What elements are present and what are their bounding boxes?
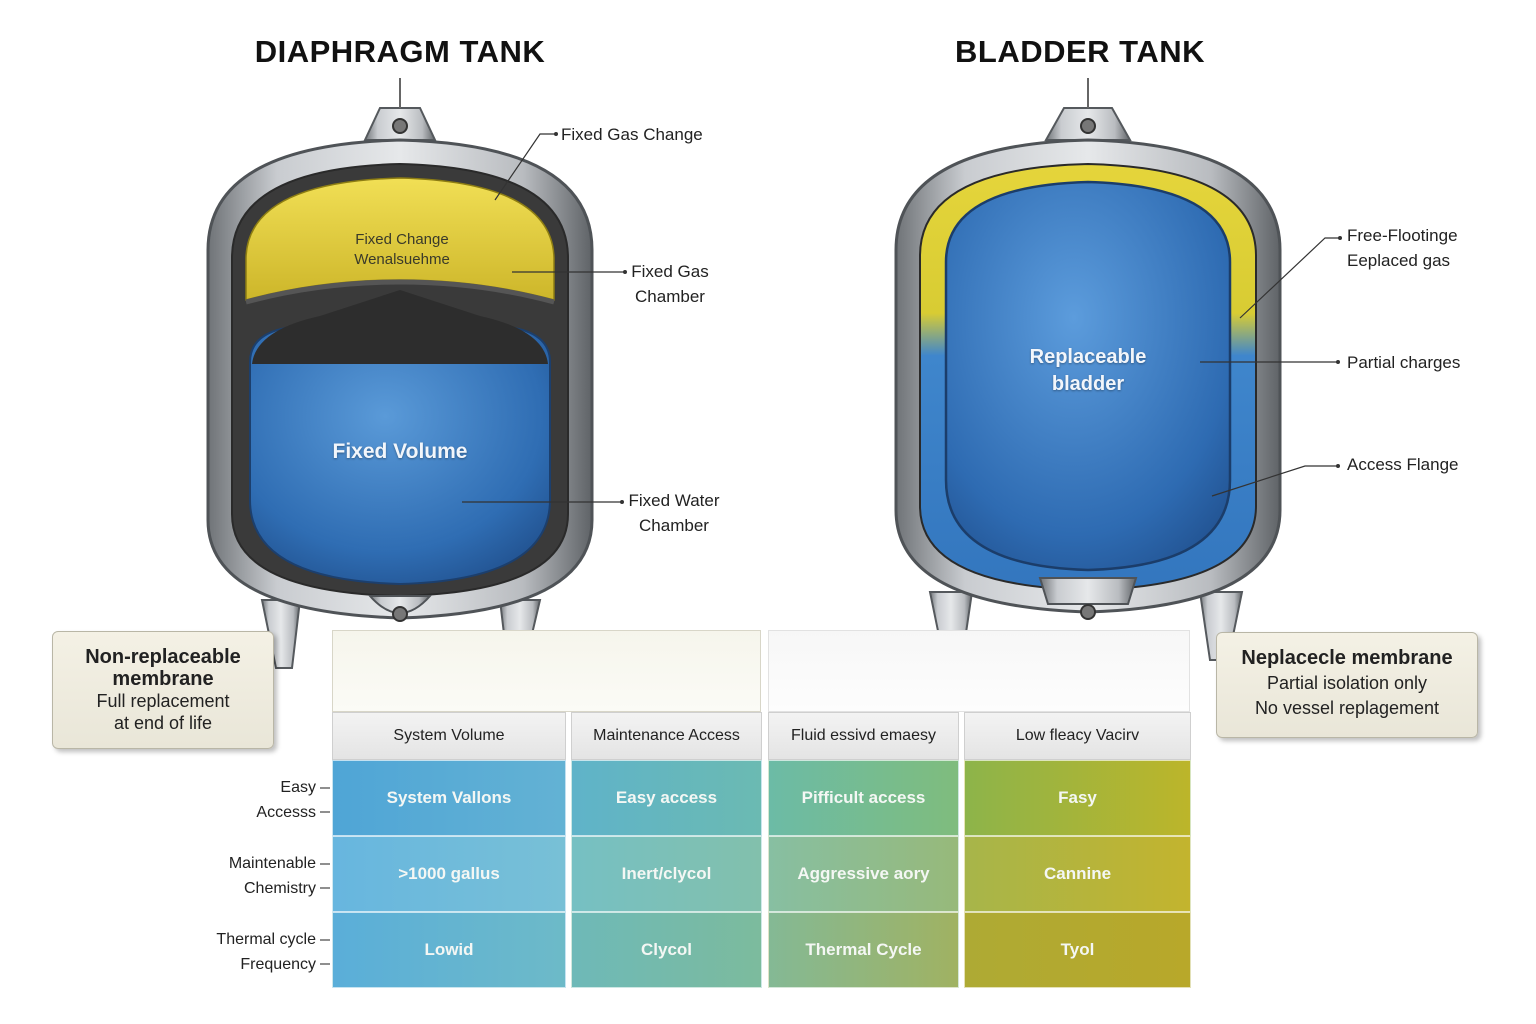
bladder-label-line2: bladder (1051, 373, 1125, 395)
callout-fixed-gas-chamber-line2: Chamber (635, 287, 705, 306)
table-cell-r1-c4: Fasy (964, 760, 1191, 836)
diaphragm-tank-title: DIAPHRAGM TANK (254, 34, 546, 69)
table-cell-r2-c1: >1000 gallus (332, 836, 566, 912)
row-label-3-line1: Thermal cycle (216, 931, 316, 948)
row-label-2-line2: Chemistry (243, 880, 316, 897)
diaphragm-note-head-line1: Non-replaceable (85, 646, 241, 668)
bladder-note-box: Neplacecle membrane Partial isolation on… (1216, 632, 1478, 738)
table-cell-r1-c3: Pifficult access (768, 760, 959, 836)
table-cell-r3-c1: Lowid (332, 912, 566, 988)
diaphragm-note-sub-line1: Full replacement (96, 691, 230, 711)
table-header-1: System Volume (332, 712, 566, 760)
diaphragm-gas-label-line2: Wenalsuehme (354, 251, 450, 268)
diaphragm-note-box: Non-replaceable membrane Full replacemen… (52, 631, 274, 749)
bladder-leader-lines (1200, 237, 1340, 497)
table-cell-r3-c4: Tyol (964, 912, 1191, 988)
table-cell-r2-c3: Aggressive aory (768, 836, 959, 912)
row-label-2-line1: Maintenable (228, 855, 316, 872)
table-shade-right (768, 630, 1190, 712)
row-label-3-line2: Frequency (240, 956, 316, 973)
bladder-note-sub-line2: No vessel replagement (1254, 698, 1440, 718)
diaphragm-gas-label-line1: Fixed Change (355, 231, 449, 248)
row-label-1: Easy Accesss (156, 775, 316, 825)
callout-fixed-gas-chamber: Fixed Gas Chamber (620, 259, 720, 309)
diaphragm-tank (206, 78, 594, 669)
bladder-tank (894, 78, 1282, 661)
table-cell-r1-c1: System Vallons (332, 760, 566, 836)
callout-free-floating-line1: Free-Flootinge (1347, 226, 1458, 245)
callout-fixed-gas-charge: Fixed Gas Change (561, 125, 703, 144)
table-cell-r3-c2: Clycol (571, 912, 762, 988)
diaphragm-note-head-line2: membrane (112, 668, 214, 690)
callout-fixed-water-chamber-line1: Fixed Water (628, 491, 720, 510)
diaphragm-note-sub-line2: at end of life (113, 713, 213, 733)
table-header-3: Fluid essivd emaesy (768, 712, 959, 760)
table-cell-r1-c2: Easy access (571, 760, 762, 836)
diaphragm-gas-label: Fixed Change Wenalsuehme (320, 230, 484, 270)
callout-fixed-water-chamber: Fixed Water Chamber (624, 488, 724, 538)
diaphragm-leader-lines (462, 133, 625, 503)
table-header-2: Maintenance Access (571, 712, 762, 760)
callout-fixed-gas-chamber-line1: Fixed Gas (631, 262, 709, 281)
row-label-2: Maintenable Chemistry (156, 851, 316, 901)
callout-partial-charges: Partial charges (1347, 353, 1461, 372)
callout-fixed-water-chamber-line2: Chamber (639, 516, 709, 535)
bladder-label: Replaceable bladder (988, 344, 1188, 398)
bladder-tank-title: BLADDER TANK (955, 34, 1205, 69)
callout-free-floating-gas: Free-Flootinge Eeplaced gas (1347, 223, 1458, 273)
callout-free-floating-line2: Eeplaced gas (1347, 251, 1451, 270)
table-cell-r2-c2: Inert/clycol (571, 836, 762, 912)
table-cell-r2-c4: Cannine (964, 836, 1191, 912)
bladder-label-line1: Replaceable (1029, 346, 1147, 368)
diaphragm-water-label: Fixed Volume (332, 440, 468, 463)
row-label-1-line2: Accesss (256, 804, 316, 821)
bladder-note-sub-line1: Partial isolation only (1266, 673, 1428, 693)
callout-access-flange: Access Flange (1347, 455, 1459, 474)
row-label-1-line1: Easy (280, 779, 316, 796)
table-cell-r3-c3: Thermal Cycle (768, 912, 959, 988)
row-label-3: Thermal cycle Frequency (156, 927, 316, 977)
table-shade-left (332, 630, 761, 712)
table-header-4: Low fleacy Vacirv (964, 712, 1191, 760)
bladder-note-head: Neplacecle membrane (1241, 647, 1453, 669)
